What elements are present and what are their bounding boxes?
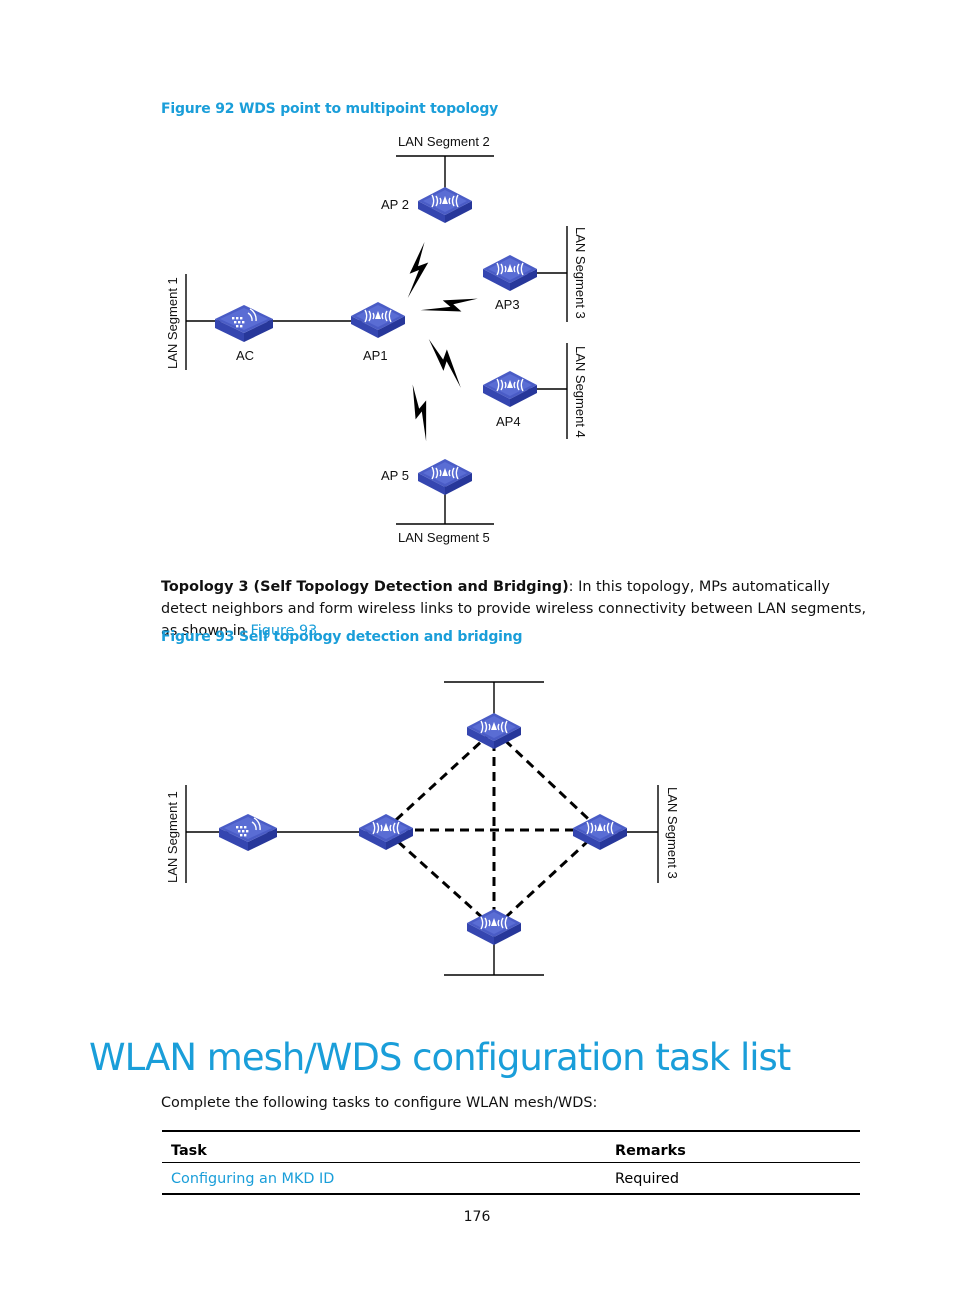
figure-92-diagram: LAN Segment 2 AP 2 AP3 AC AP1 AP4 AP 5 L… (165, 134, 588, 545)
label-lan-segment-5: LAN Segment 5 (398, 530, 490, 545)
mp-bottom-device-icon (466, 908, 522, 946)
task-table: Task Remarks Configuring an MKD ID Requi… (162, 1130, 860, 1195)
topology-3-text-end: . (317, 623, 322, 639)
label-lan-segment-3: LAN Segment 3 (573, 227, 588, 319)
label-lan-segment-2: LAN Segment 2 (398, 134, 490, 149)
ap1-device-icon (350, 301, 406, 339)
label-ap2: AP 2 (381, 197, 409, 212)
wireless-link-ap5-icon (398, 382, 444, 442)
ap3-device-icon (482, 254, 538, 292)
ap2-device-icon (417, 186, 473, 224)
figure-92-caption: Figure 92 WDS point to multipoint topolo… (161, 101, 499, 117)
column-header-task: Task (162, 1130, 606, 1163)
figure-93-caption: Figure 93 Self topology detection and br… (161, 629, 523, 645)
task-cell: Configuring an MKD ID (162, 1162, 606, 1195)
label-lan-segment-4: LAN Segment 4 (573, 346, 588, 438)
wireless-link-ap2-icon (407, 242, 429, 298)
wireless-link-ap4-icon (417, 336, 475, 388)
ap4-device-icon (482, 370, 538, 408)
topology-3-paragraph: Topology 3 (Self Topology Detection and … (161, 576, 871, 642)
label-ap5: AP 5 (381, 468, 409, 483)
ap5-device-icon (417, 458, 473, 496)
label-ac: AC (236, 348, 254, 363)
remarks-cell: Required (606, 1162, 860, 1195)
column-header-remarks: Remarks (606, 1130, 860, 1163)
figure-93-link[interactable]: Figure 93 (250, 623, 318, 639)
table-header-row: Task Remarks (162, 1130, 860, 1163)
section-heading: WLAN mesh/WDS configuration task list (89, 1036, 791, 1079)
section-intro: Complete the following tasks to configur… (161, 1095, 598, 1111)
label-ap4: AP4 (496, 414, 521, 429)
label-ap1: AP1 (363, 348, 388, 363)
ac-device-icon (214, 304, 274, 343)
topology-3-text: : In this topology, MPs automatically de… (161, 579, 867, 639)
wireless-link-ap3-icon (420, 283, 480, 329)
label-lan-segment-3: LAN Segment 3 (665, 787, 680, 879)
label-lan-segment-1: LAN Segment 1 (165, 277, 180, 369)
task-link-configuring-mkd-id[interactable]: Configuring an MKD ID (171, 1170, 335, 1187)
mp-right-device-icon (572, 813, 628, 851)
ac-device-icon (218, 813, 278, 852)
topology-3-term: Topology 3 (Self Topology Detection and … (161, 579, 569, 595)
label-lan-segment-1: LAN Segment 1 (165, 791, 180, 883)
mp-top-device-icon (466, 712, 522, 750)
mp-left-device-icon (358, 813, 414, 851)
table-row: Configuring an MKD ID Required (162, 1162, 860, 1195)
mesh-links (383, 728, 602, 930)
label-ap3: AP3 (495, 297, 520, 312)
page-number: 176 (463, 1209, 491, 1225)
figure-93-diagram: LAN Segment 1 LAN Segment 3 (165, 681, 680, 976)
